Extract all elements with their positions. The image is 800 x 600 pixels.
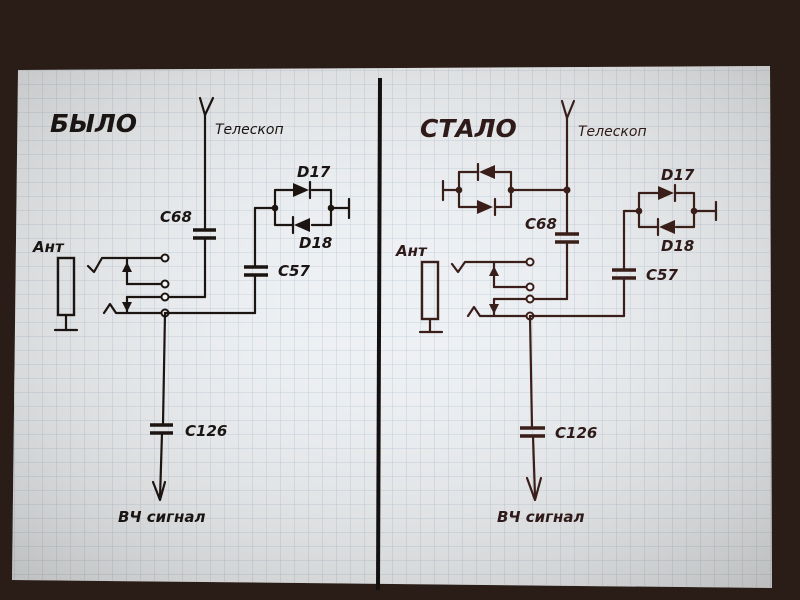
panel-title-after: СТАЛО [420,114,517,143]
antenna-socket-icon [418,260,444,334]
panel-after: СТАЛО Телескоп C68 [395,99,718,526]
paper-sheet [12,66,772,588]
c68-label-after: C68 [525,215,557,233]
panel-title-before: БЫЛО [50,109,137,138]
output-arrow-icon [525,476,543,502]
telescope-label-after: Телескоп [578,124,647,140]
ant-label-before: Ант [32,238,65,256]
d17-label-after: D17 [661,166,695,184]
output-label-before: ВЧ сигнал [118,508,206,526]
capacitor-c68-icon [529,232,579,301]
telescope-antenna-icon [198,96,215,230]
output-label-after: ВЧ сигнал [497,508,585,526]
output-arrow-icon [151,480,167,502]
diode-pair-icon [271,180,351,235]
diode-pair-icon [635,183,718,237]
d18-label-after: D18 [661,237,694,255]
c126-label-before: C126 [185,422,227,440]
c57-label-before: C57 [278,262,310,280]
d17-label-before: D17 [297,163,331,181]
capacitor-c68-icon [168,228,216,299]
c68-label-before: C68 [160,208,192,226]
c126-label-after: C126 [555,424,597,442]
antenna-socket-icon [53,256,79,332]
telescope-label-before: Телескоп [215,122,284,138]
d18-label-before: D18 [299,234,332,252]
c57-label-after: C57 [646,266,678,284]
ant-label-after: Ант [395,242,428,260]
telescope-antenna-icon [560,99,576,234]
panel-before: БЫЛО Телескоп C68 Ант [32,96,351,526]
switch-icon [86,253,170,318]
added-diode-pair-icon [441,162,571,217]
panel-divider [376,77,382,591]
switch-icon [450,257,535,321]
